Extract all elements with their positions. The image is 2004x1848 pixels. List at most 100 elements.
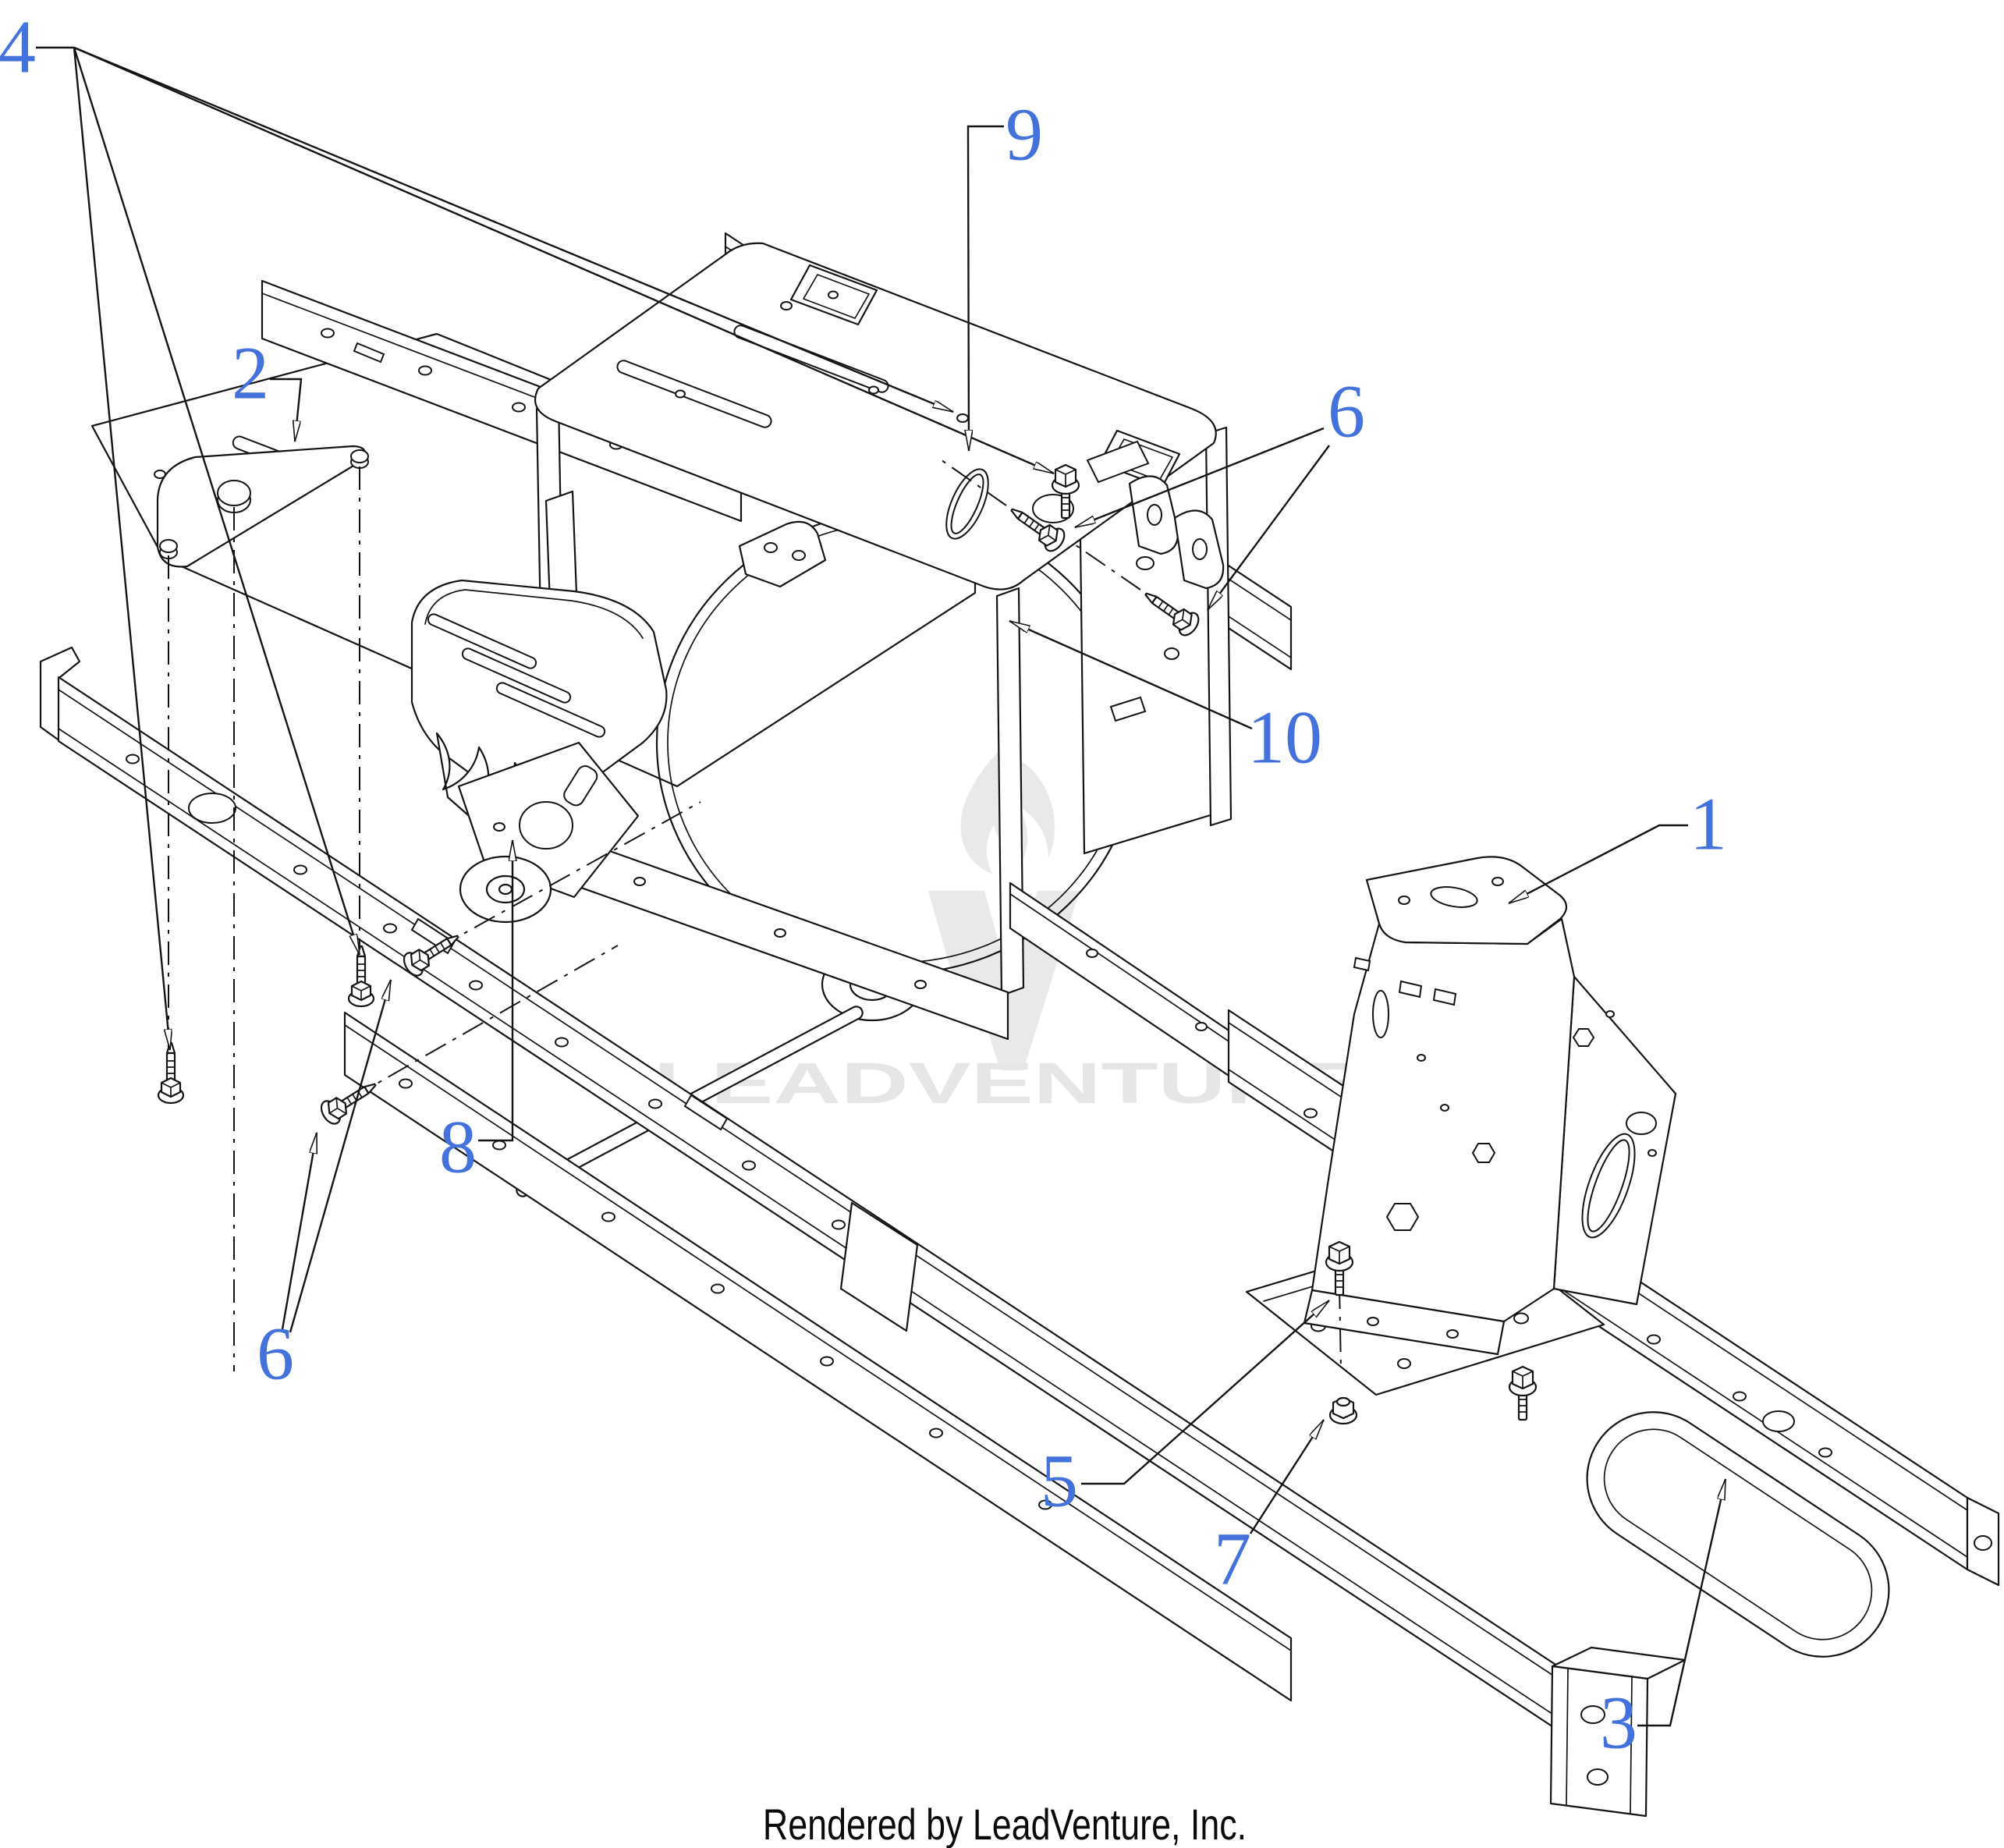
part-number-7[interactable]: 7 (1214, 1517, 1251, 1601)
leader-line-5 (1081, 1300, 1330, 1485)
alignment-centerlines-detail (1069, 541, 1141, 591)
engine-mounting-plate-detail (675, 389, 686, 399)
engine-mount-box-detail (774, 928, 786, 938)
engine-mounting-plate-detail (868, 385, 879, 395)
hinge-ear-detail (1147, 504, 1162, 526)
callout-1: 1 (1508, 782, 1727, 905)
engine-mount-box-detail (1204, 426, 1233, 827)
leader-line-1 (1508, 824, 1688, 905)
engine-mounting-plate-detail (950, 474, 984, 534)
axle-support-bracket-detail (1398, 980, 1423, 998)
axle-support-bracket-detail (1440, 1104, 1449, 1112)
part-number-3[interactable]: 3 (1600, 1681, 1637, 1765)
axle-support-bracket-detail (1587, 1139, 1630, 1233)
frame-lower-rail (343, 1011, 1293, 1702)
leader-line-6a (1207, 445, 1330, 611)
part-number-4[interactable]: 4 (0, 5, 36, 89)
leader-line-3 (1637, 1479, 1727, 1727)
callout-6a: 6 (1074, 370, 1365, 611)
part-number-1[interactable]: 1 (1690, 782, 1727, 866)
front-tab-bracket-detail (792, 550, 806, 561)
console-bracket (410, 490, 668, 924)
frame-front-rail-detail (1974, 1535, 1992, 1551)
hinge-ear-detail (1192, 538, 1208, 560)
axle-support-bracket-detail (1353, 956, 1371, 972)
axle-support-bracket-detail (1648, 1149, 1657, 1157)
engine-mount-box-detail (633, 877, 646, 886)
frame-lower-rail-detail (929, 1428, 943, 1438)
callout-3: 3 (1600, 1479, 1727, 1765)
part-number-9[interactable]: 9 (1006, 93, 1043, 176)
callout-2: 2 (232, 332, 303, 442)
alignment-centerlines (168, 456, 1342, 1371)
frame-side-rail-detail (293, 864, 307, 875)
frame-side-rail-detail (742, 1160, 756, 1171)
rear-cross-member-detail (512, 402, 526, 413)
frame-end-box-detail (1549, 1665, 1649, 1818)
rear-cross-member-detail (321, 328, 335, 339)
engine-mounting-plate-detail (780, 301, 793, 310)
part-number-5[interactable]: 5 (1041, 1439, 1078, 1523)
bracket-base-plate-detail (1513, 1312, 1529, 1325)
frame-side-rail-detail (188, 793, 236, 824)
axle-support-bracket-detail (1471, 1143, 1496, 1163)
callout-layer: 1 2 3 4 5 6 6 7 8 9 10 (0, 5, 1727, 1765)
callout-8: 8 (439, 840, 513, 1189)
axle-support-bracket-detail (1430, 886, 1478, 908)
frame-lower-rail-detail (711, 1283, 725, 1294)
frame-side-rail-detail (469, 980, 483, 991)
front-tab-bracket-detail (764, 542, 778, 553)
keyhole-plate-detail (493, 822, 505, 832)
axle-support-bracket-detail (1626, 1112, 1657, 1135)
frame-front-rail-detail (1303, 1108, 1318, 1119)
frame-assembly-drawing (39, 232, 2000, 1818)
part-number-6a[interactable]: 6 (1328, 370, 1365, 453)
engine-mount-box-detail (1164, 647, 1179, 660)
frame-front-rail-detail (1762, 1410, 1795, 1432)
flange-screw (347, 945, 375, 1008)
frame-side-rail-detail (683, 1094, 729, 1131)
keyhole-plate-detail (519, 801, 573, 850)
axle-support-bracket (1303, 856, 1677, 1356)
alignment-centerlines-detail (1339, 1285, 1342, 1371)
callout-9: 9 (968, 93, 1043, 452)
engine-mount-box-detail (914, 980, 927, 989)
triangle-bracket-detail (217, 480, 251, 506)
leader-line-4 (73, 46, 954, 413)
frame-side-rail-detail (383, 923, 397, 934)
part-number-8[interactable]: 8 (439, 1105, 477, 1189)
axle-support-bracket-detail (1432, 988, 1457, 1006)
part-number-6b[interactable]: 6 (257, 1312, 294, 1396)
front-tab-bracket (738, 520, 827, 588)
engine-mount-box-detail (1136, 556, 1155, 570)
frame-lower-rail-detail (343, 1011, 1293, 1702)
triangle-bracket-detail (159, 539, 178, 553)
axle-support-bracket-detail (1372, 990, 1389, 1038)
hinge-ear (1173, 509, 1225, 590)
frame-side-rail-detail (648, 1098, 662, 1109)
rubber-bumper-detail (803, 274, 870, 319)
frame-front-rail-detail (1818, 1447, 1832, 1458)
axle-support-bracket-detail (1367, 1317, 1379, 1326)
leader-line-6b (289, 980, 392, 1333)
leader-line-4 (73, 46, 1055, 475)
pulley-left (459, 855, 552, 924)
keyhole-plate-detail (563, 765, 598, 807)
hex-bolt (1508, 1365, 1538, 1421)
frame-side-rail-detail (58, 689, 1606, 1750)
frame-lower-rail-detail (399, 1078, 413, 1089)
alignment-centerlines-detail (935, 456, 1007, 506)
bracket-base-plate-detail (1397, 1358, 1411, 1369)
axle-tube-detail (1603, 1428, 1873, 1640)
frame-end-box-detail (1580, 1705, 1605, 1724)
part-number-2[interactable]: 2 (232, 332, 269, 415)
axle-support-bracket-detail (1417, 1054, 1426, 1062)
axle-support-bracket-detail (1491, 877, 1504, 886)
frame-front-rail-detail (1647, 1334, 1661, 1345)
leader-line-6b (281, 1133, 318, 1330)
part-number-10[interactable]: 10 (1247, 696, 1322, 779)
axle-support-bracket-detail (1605, 1010, 1615, 1018)
frame-lower-rail-detail (344, 1024, 1292, 1651)
rear-cross-member-detail (418, 365, 432, 376)
